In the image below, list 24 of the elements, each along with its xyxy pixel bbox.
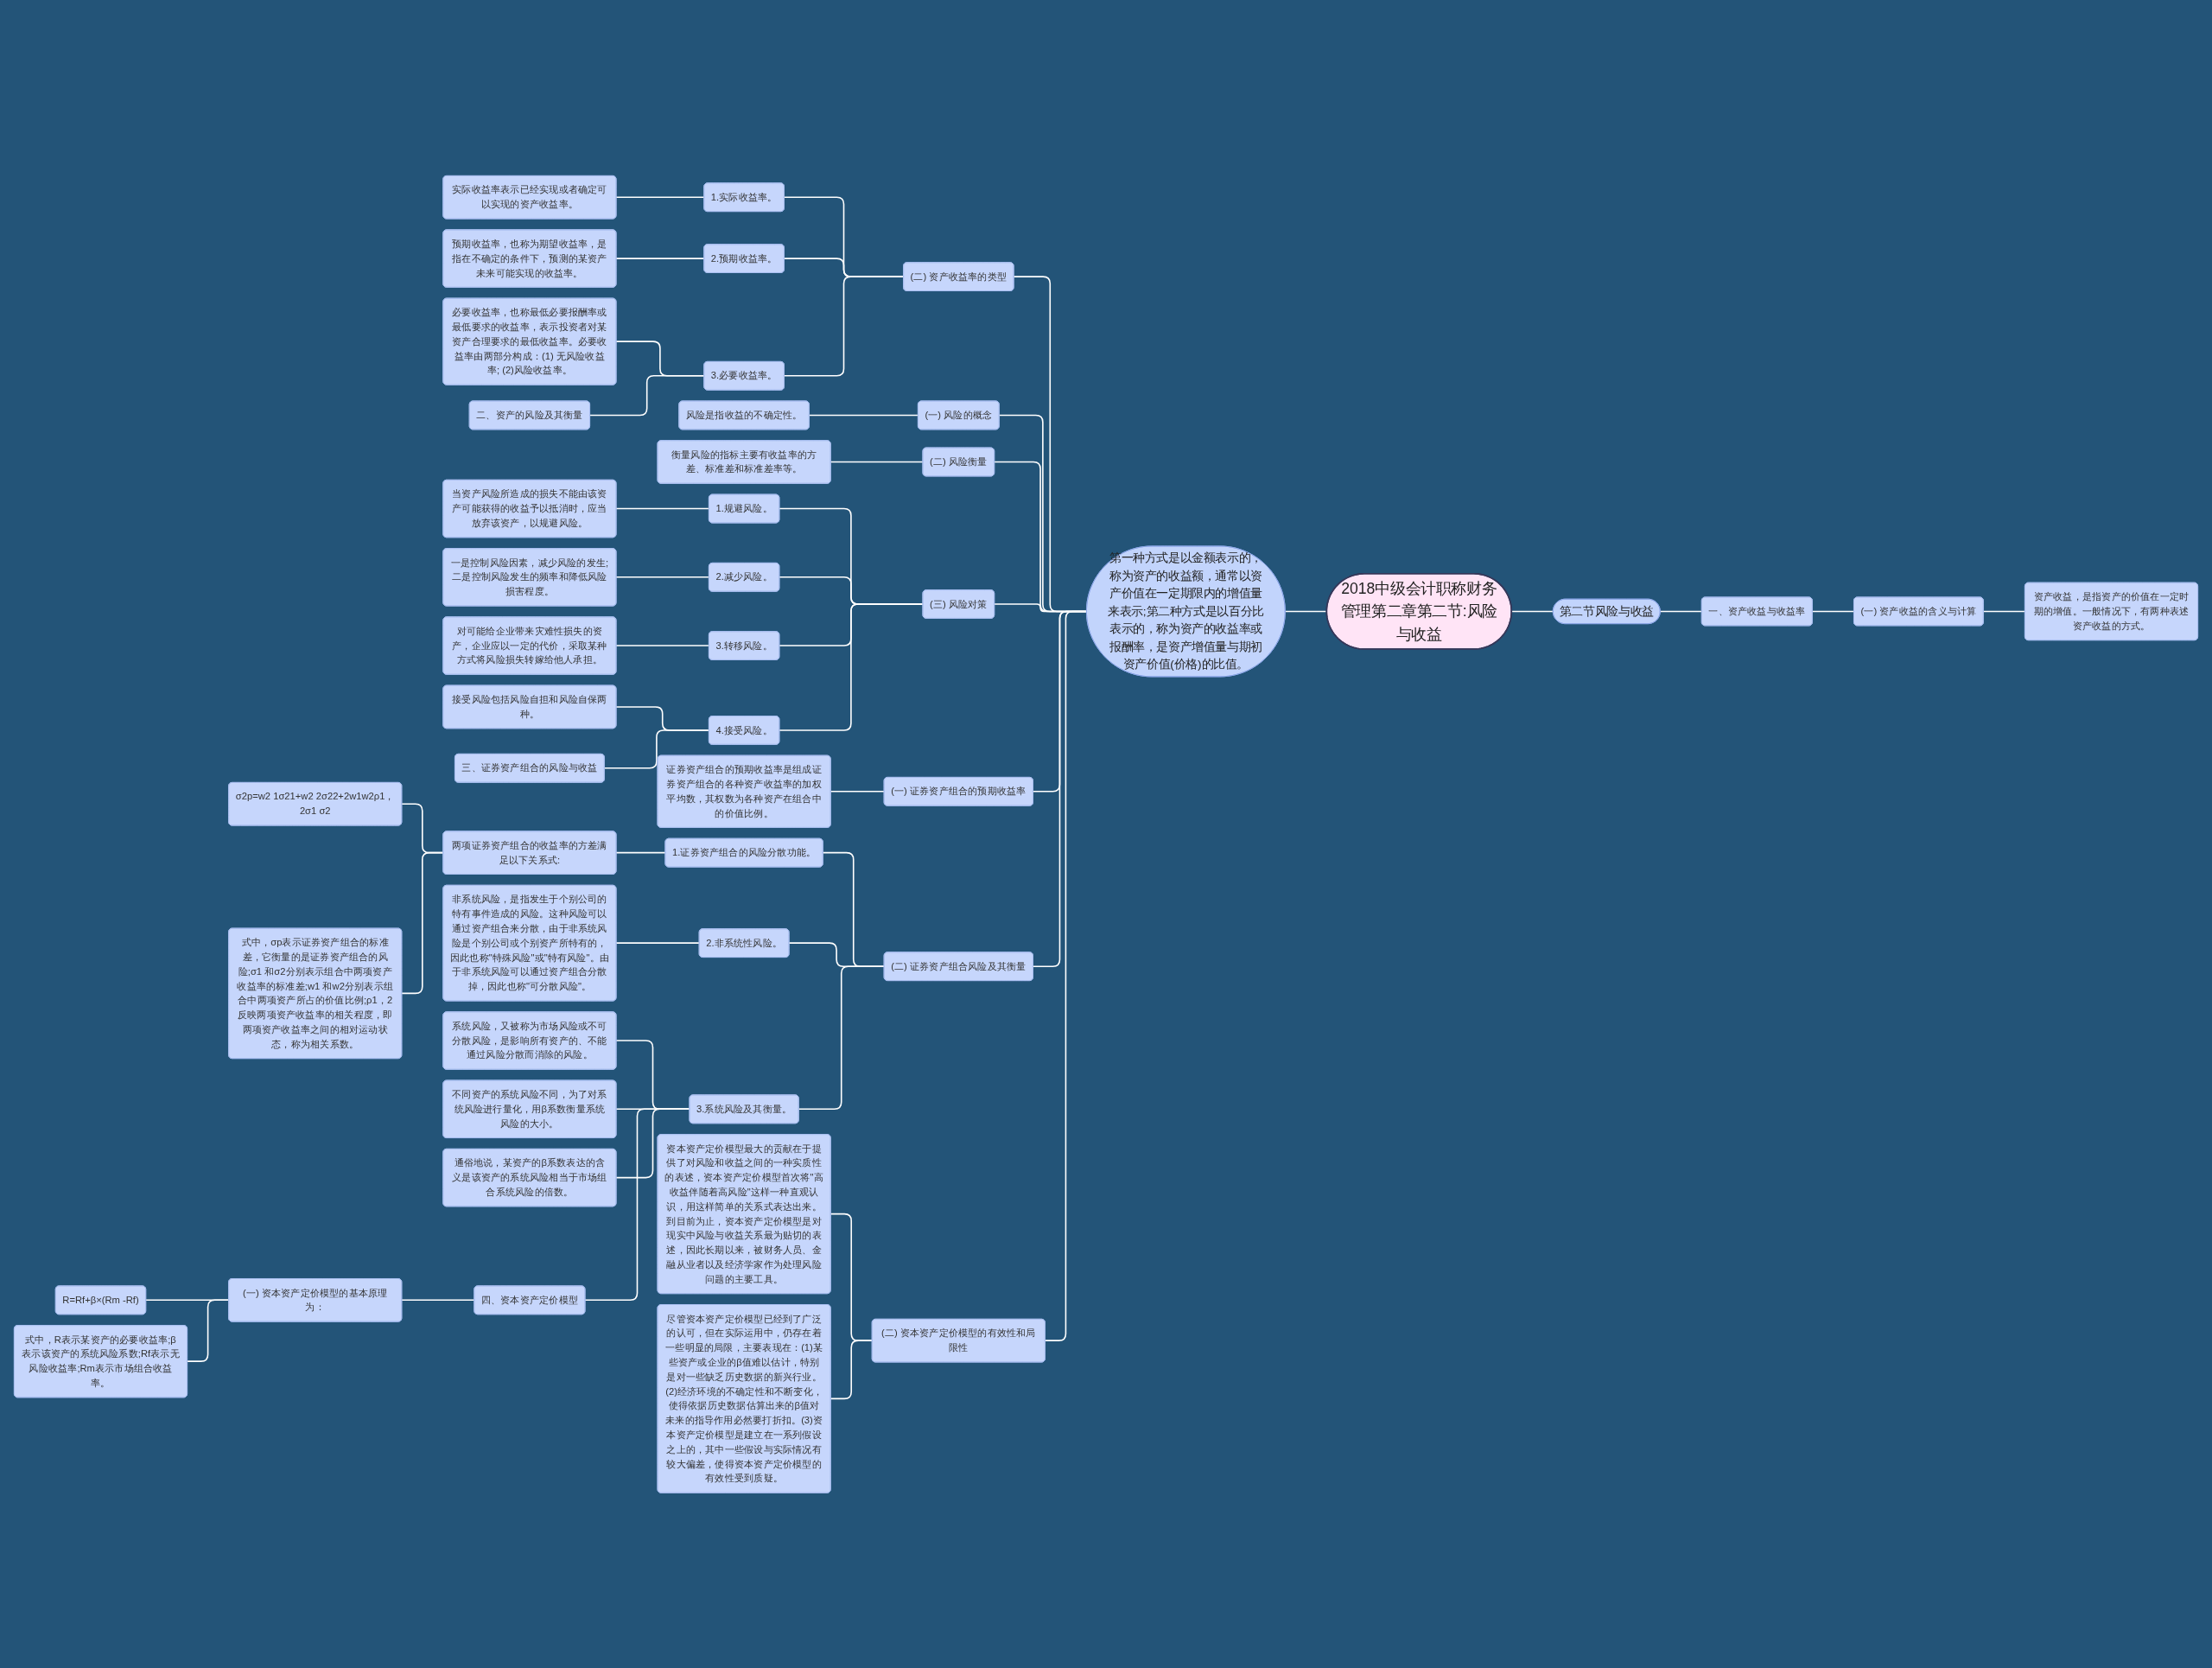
connector	[830, 461, 924, 462]
connector	[615, 942, 700, 944]
connector	[615, 257, 705, 259]
connector	[615, 196, 705, 198]
connector	[584, 1108, 690, 1301]
connector	[783, 275, 905, 377]
connector	[1659, 610, 1703, 612]
connector	[401, 851, 444, 994]
connector	[830, 790, 885, 793]
connector	[808, 414, 919, 416]
connector	[1982, 610, 2026, 612]
connector	[615, 851, 666, 854]
connector	[1044, 610, 1088, 1341]
connector	[186, 1299, 230, 1362]
connector	[779, 602, 924, 731]
connector	[1811, 610, 1855, 612]
connector	[615, 576, 710, 578]
connector	[603, 729, 710, 769]
connector	[830, 1340, 874, 1399]
connector	[615, 507, 710, 509]
connector	[798, 965, 885, 1110]
connector	[588, 374, 705, 416]
connector	[615, 644, 710, 646]
connector	[401, 1299, 475, 1301]
